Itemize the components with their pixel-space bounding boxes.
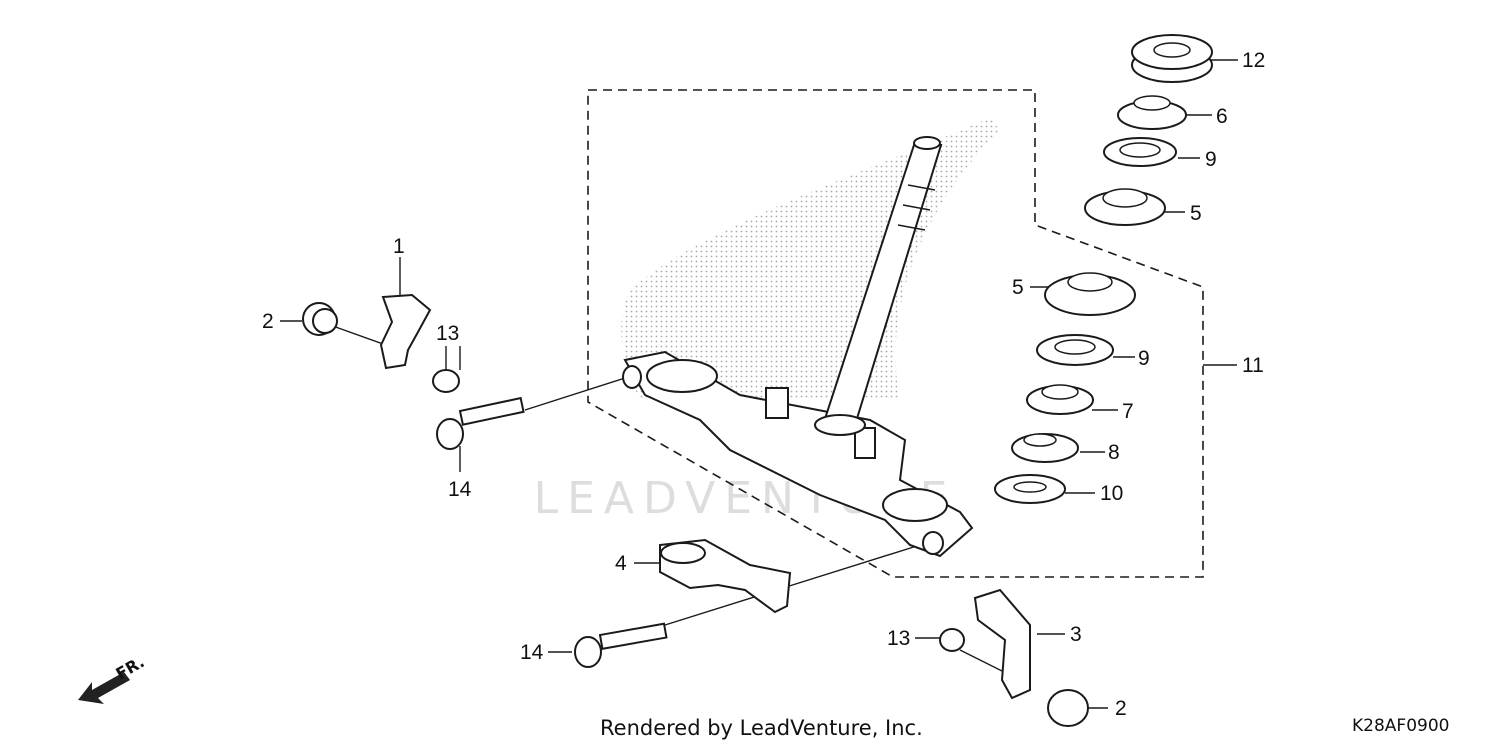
callout-7[interactable]: 7	[1122, 400, 1134, 423]
callout-6[interactable]: 6	[1216, 105, 1228, 128]
front-direction-arrow-icon: FR.	[78, 652, 148, 704]
callout-labels: 1 2 2 3 4 5 5 6 7 8 9 9 10 11 12 13 13 1…	[262, 49, 1265, 720]
callout-13[interactable]: 13	[436, 322, 459, 345]
callout-8[interactable]: 8	[1108, 441, 1120, 464]
upper-bearing-stack	[1084, 34, 1213, 226]
right-lower-hardware	[939, 588, 1089, 727]
callout-13[interactable]: 13	[887, 627, 910, 650]
callout-5[interactable]: 5	[1190, 202, 1202, 225]
callout-2[interactable]: 2	[1115, 697, 1127, 720]
brand-logo-watermark	[621, 118, 1000, 400]
callout-9[interactable]: 9	[1205, 148, 1217, 171]
assembly-boundary	[587, 89, 1204, 578]
callout-9[interactable]: 9	[1138, 347, 1150, 370]
callout-4[interactable]: 4	[615, 552, 627, 575]
lower-bearing-stack	[994, 272, 1136, 504]
callout-1[interactable]: 1	[393, 235, 405, 258]
callout-2[interactable]: 2	[262, 310, 274, 333]
render-credit: Rendered by LeadVenture, Inc.	[600, 716, 923, 740]
callout-12[interactable]: 12	[1242, 49, 1265, 72]
callout-14[interactable]: 14	[520, 641, 544, 664]
steering-stem-assembly	[622, 136, 974, 558]
callout-11[interactable]: 11	[1242, 354, 1264, 377]
callout-5[interactable]: 5	[1012, 276, 1024, 299]
callout-10[interactable]: 10	[1100, 482, 1123, 505]
callout-14[interactable]: 14	[448, 478, 472, 501]
diagram-code: K28AF0900	[1352, 716, 1450, 736]
left-hardware	[302, 293, 792, 668]
callout-3[interactable]: 3	[1070, 623, 1082, 646]
